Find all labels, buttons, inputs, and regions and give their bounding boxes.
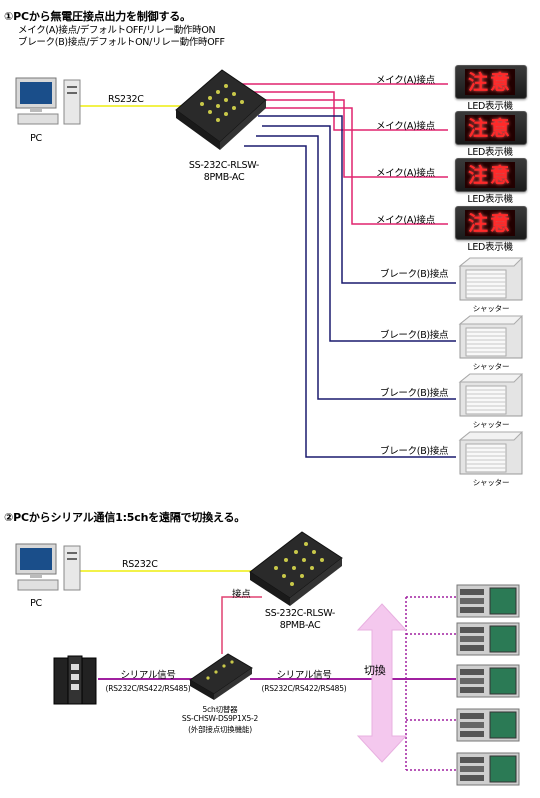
device-2-name-line2: 8PMB-AC xyxy=(279,620,321,631)
switcher-name-line3: (外部接点切換機能) xyxy=(188,725,252,734)
switch-arrow xyxy=(356,603,408,763)
switcher-icon xyxy=(189,653,253,700)
make-label-2: メイク(A)接点 xyxy=(376,121,435,132)
led-caption-1: LED表示機 xyxy=(467,101,513,112)
shutter-icon xyxy=(458,257,524,301)
shutter-caption-1: シャッター xyxy=(472,304,510,313)
switcher-name-line1: 5ch切替器 xyxy=(202,705,238,714)
terminal-icon xyxy=(456,752,520,786)
led-text-4: 注意 xyxy=(465,210,515,236)
led-caption-3: LED表示機 xyxy=(467,194,513,205)
make-label-3: メイク(A)接点 xyxy=(376,168,435,179)
serial-sub-left: (RS232C/RS422/RS485) xyxy=(105,684,191,693)
pc-2 xyxy=(14,542,84,598)
switch-label: 切換 xyxy=(364,664,386,677)
break-label-2: ブレーク(B)接点 xyxy=(380,330,449,341)
make-label-4: メイク(A)接点 xyxy=(376,215,435,226)
computer-icon xyxy=(15,543,81,591)
serial-label-left: シリアル信号 xyxy=(120,670,176,681)
rs232c-label-1: RS232C xyxy=(108,94,144,105)
make-line-3 xyxy=(250,99,448,178)
break-line-1 xyxy=(258,115,456,284)
shutter-3 xyxy=(458,372,524,418)
led-display-3: 注意 xyxy=(455,158,527,192)
terminal-2 xyxy=(456,622,520,656)
terminal-4 xyxy=(456,708,520,742)
section1-break-note: ブレーク(B)接点/デフォルトON/リレー動作時OFF xyxy=(18,37,225,48)
device-1-name-line1: SS-232C-RLSW- xyxy=(188,160,260,171)
led-display-4: 注意 xyxy=(455,206,527,240)
serial-rack xyxy=(52,654,98,706)
led-caption-4: LED表示機 xyxy=(467,242,513,253)
rack-server-icon xyxy=(53,655,97,705)
pc-1 xyxy=(14,76,84,132)
relay-board-icon xyxy=(249,531,343,606)
computer-icon xyxy=(15,77,81,125)
shutter-caption-4: シャッター xyxy=(472,478,510,487)
contact-line xyxy=(221,596,262,654)
serial-label-right: シリアル信号 xyxy=(276,670,332,681)
led-text-3: 注意 xyxy=(465,162,515,188)
section1-make-note: メイク(A)接点/デフォルトOFF/リレー動作時ON xyxy=(18,25,216,36)
relay-device-1 xyxy=(172,66,270,156)
shutter-1 xyxy=(458,256,524,302)
break-label-4: ブレーク(B)接点 xyxy=(380,446,449,457)
break-line-4 xyxy=(244,145,456,458)
led-text-2: 注意 xyxy=(465,115,515,141)
make-label-1: メイク(A)接点 xyxy=(376,75,435,86)
terminal-icon xyxy=(456,622,520,656)
break-label-1: ブレーク(B)接点 xyxy=(380,269,449,280)
break-line-2 xyxy=(262,125,456,342)
make-line-4 xyxy=(254,107,448,225)
device-2-name-line1: SS-232C-RLSW- xyxy=(264,608,336,619)
rs232c-label-2: RS232C xyxy=(122,559,158,570)
led-display-1: 注意 xyxy=(455,65,527,99)
led-caption-2: LED表示機 xyxy=(467,147,513,158)
shutter-caption-2: シャッター xyxy=(472,362,510,371)
contact-label: 接点 xyxy=(232,589,251,600)
relay-device-2 xyxy=(246,528,346,610)
relay-board-icon xyxy=(175,69,267,150)
terminal-1 xyxy=(456,584,520,618)
device-1-name-line2: 8PMB-AC xyxy=(203,172,245,183)
shutter-2 xyxy=(458,314,524,360)
shutter-icon xyxy=(458,373,524,417)
terminal-icon xyxy=(456,664,520,698)
shutter-4 xyxy=(458,430,524,476)
pc-2-label: PC xyxy=(30,598,42,609)
terminal-icon xyxy=(456,708,520,742)
terminal-icon xyxy=(456,584,520,618)
led-display-2: 注意 xyxy=(455,111,527,145)
shutter-caption-3: シャッター xyxy=(472,420,510,429)
pc-1-label: PC xyxy=(30,133,42,144)
switcher-device xyxy=(188,650,254,702)
make-line-2 xyxy=(246,91,448,131)
terminal-3 xyxy=(456,664,520,698)
section2-title: ②PCからシリアル通信1:5chを遠隔で切換える。 xyxy=(4,511,246,524)
led-text-1: 注意 xyxy=(465,69,515,95)
section1-title: ①PCから無電圧接点出力を制御する。 xyxy=(4,10,191,23)
shutter-icon xyxy=(458,431,524,475)
shutter-icon xyxy=(458,315,524,359)
switcher-name-line2: SS-CHSW-DS9P1X5-2 xyxy=(181,714,259,723)
terminal-5 xyxy=(456,752,520,786)
break-label-3: ブレーク(B)接点 xyxy=(380,388,449,399)
break-line-3 xyxy=(256,135,456,400)
serial-sub-right: (RS232C/RS422/RS485) xyxy=(261,684,347,693)
switch-fanout xyxy=(405,596,456,771)
